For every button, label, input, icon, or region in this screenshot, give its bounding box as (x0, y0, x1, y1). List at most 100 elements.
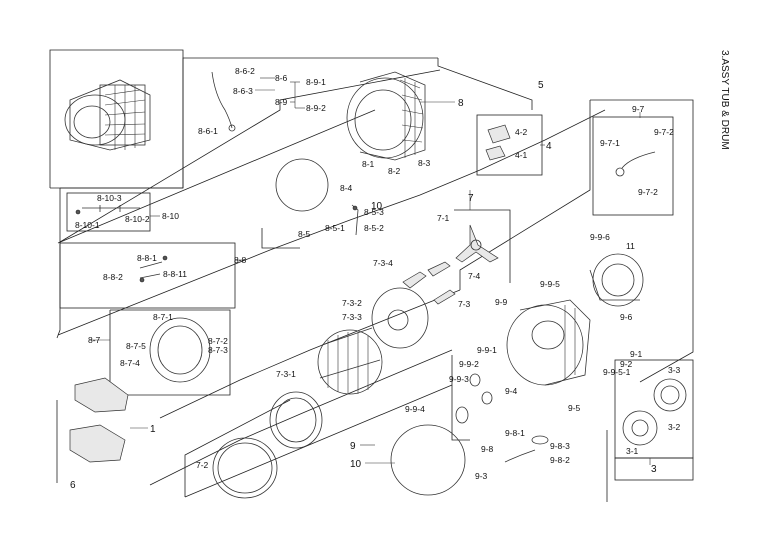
label-9-9: 9-9 (495, 297, 508, 307)
label-10-top: 10 (371, 201, 383, 212)
label-8-7-5: 8-7-5 (126, 341, 146, 351)
tub-front-part-8 (346, 71, 426, 161)
label-8-10-3: 8-10-3 (97, 193, 122, 203)
label-9-2: 9-2 (620, 359, 633, 369)
hinge-bracket-1-6 (69, 377, 129, 463)
label-9-9-3: 9-9-3 (449, 374, 469, 384)
label-9-9-6: 9-9-6 (590, 232, 610, 242)
label-8-1: 8-1 (362, 159, 375, 169)
label-4-1: 4-1 (515, 150, 528, 160)
small-parts-8-5 (351, 204, 359, 236)
label-8-6-2: 8-6-2 (235, 66, 255, 76)
label-8-8-1: 8-8-1 (137, 253, 157, 263)
drum-front-7-3-1 (269, 391, 323, 449)
label-4-2: 4-2 (515, 127, 528, 137)
label-8-5-2: 8-5-2 (364, 223, 384, 233)
label-1: 1 (150, 424, 156, 435)
label-9-8: 9-8 (481, 444, 494, 454)
label-8-7-3: 8-7-3 (208, 345, 228, 355)
pulley-9-6 (589, 253, 644, 307)
label-3-3: 3-3 (668, 365, 681, 375)
label-9-3: 9-3 (475, 471, 488, 481)
label-9-8-3: 9-8-3 (550, 441, 570, 451)
label-9-8-1: 9-8-1 (505, 428, 525, 438)
label-7-1: 7-1 (437, 213, 450, 223)
ring-9-9-4 (390, 424, 466, 496)
label-8-6-1: 8-6-1 (198, 126, 218, 136)
label-9-9-4: 9-9-4 (405, 404, 425, 414)
label-8-5-3: 8-5-3 (364, 207, 384, 217)
ring-7-2 (212, 437, 278, 499)
drum-7-3-3 (317, 327, 383, 395)
lifters-7-3-4 (402, 261, 456, 305)
label-7-3-3: 7-3-3 (342, 312, 362, 322)
label-8-10-1: 8-10-1 (75, 220, 100, 230)
label-9-9-1: 9-9-1 (477, 345, 497, 355)
label-7-2: 7-2 (196, 460, 209, 470)
small-parts-8-8 (139, 255, 168, 283)
label-8-7-4: 8-7-4 (120, 358, 140, 368)
label-6: 6 (70, 480, 76, 491)
label-5: 5 (538, 80, 544, 91)
label-8-10: 8-10 (162, 211, 179, 221)
door-ring-8-7 (149, 317, 211, 383)
label-8-7-2: 8-7-2 (208, 336, 228, 346)
label-7-3-1: 7-3-1 (276, 369, 296, 379)
label-7-3: 7-3 (458, 299, 471, 309)
spider-7-4 (455, 224, 499, 263)
drum-back-7-3-2 (371, 287, 429, 349)
gasket-8-4 (275, 158, 329, 212)
label-7-3-4: 7-3-4 (373, 258, 393, 268)
frame-group (49, 49, 694, 502)
label-10-bottom: 10 (350, 459, 362, 470)
label-8-7-1: 8-7-1 (153, 312, 173, 322)
label-8: 8 (458, 98, 464, 109)
seals-9-9 (455, 373, 493, 424)
tub-back-9 (506, 299, 591, 386)
hose-8-6 (211, 71, 236, 132)
hose-9-8 (504, 435, 549, 463)
label-3-2: 3-2 (668, 422, 681, 432)
label-8-5-1: 8-5-1 (325, 223, 345, 233)
label-8-7: 8-7 (88, 335, 101, 345)
label-7: 7 (468, 193, 474, 204)
label-7-4: 7-4 (468, 271, 481, 281)
bearing-3 (622, 378, 687, 446)
label-8-5: 8-5 (298, 229, 311, 239)
label-9-4: 9-4 (505, 386, 518, 396)
label-9-9-5-1: 9-9-5-1 (603, 367, 631, 377)
label-8-8-2: 8-8-2 (103, 272, 123, 282)
thumbnail-tub-assembly (64, 79, 151, 151)
label-9-1: 9-1 (630, 349, 643, 359)
label-8-3: 8-3 (418, 158, 431, 168)
label-8-9-1: 8-9-1 (306, 77, 326, 87)
label-9-5: 9-5 (568, 403, 581, 413)
label-9-7: 9-7 (632, 104, 645, 114)
label-8-10-2: 8-10-2 (125, 214, 150, 224)
label-9-9-2: 9-9-2 (459, 359, 479, 369)
label-8-6-3: 8-6-3 (233, 86, 253, 96)
label-8-9-2: 8-9-2 (306, 103, 326, 113)
label-9-7-2-bottom: 9-7-2 (638, 187, 658, 197)
label-9-8-2: 9-8-2 (550, 455, 570, 465)
leader-lines (90, 77, 651, 465)
label-8-2: 8-2 (388, 166, 401, 176)
label-3: 3 (651, 464, 657, 475)
label-8-8: 8-8 (234, 255, 247, 265)
label-8-6: 8-6 (275, 73, 288, 83)
label-11: 11 (626, 241, 635, 251)
label-9-7-2-top: 9-7-2 (654, 127, 674, 137)
label-9-9-5: 9-9-5 (540, 279, 560, 289)
label-9-6: 9-6 (620, 312, 633, 322)
label-4: 4 (546, 141, 552, 152)
label-3-1: 3-1 (626, 446, 639, 456)
label-8-9: 8-9 (275, 97, 288, 107)
label-7-3-2: 7-3-2 (342, 298, 362, 308)
section-title: 3.ASSY TUB & DRUM (719, 50, 730, 150)
label-8-4: 8-4 (340, 183, 353, 193)
label-9: 9 (350, 441, 356, 452)
bracket-4 (485, 124, 511, 161)
callout-labels: 8-6-2 8-6 8-6-3 8-9 8-9-1 8-9-2 8-6-1 8 … (70, 50, 730, 491)
